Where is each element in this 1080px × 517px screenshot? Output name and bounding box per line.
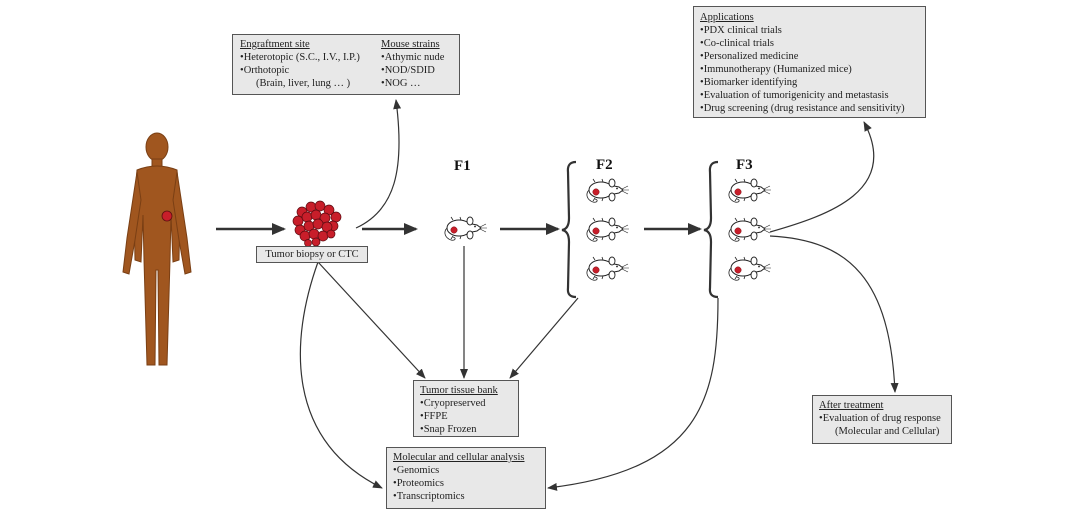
- applications-list: PDX clinical trials Co-clinical trials P…: [700, 24, 919, 115]
- arrow-f2-to-bank: [509, 297, 579, 379]
- mouse-strains-list: Athymic nude NOD/SDID NOG …: [381, 51, 445, 90]
- tissue-bank-box: Tumor tissue bank Cryopreserved FFPE Sna…: [413, 380, 519, 437]
- engraftment-site-header: Engraftment site: [240, 39, 310, 50]
- after-treatment-list: Evaluation of drug response (Molecular a…: [819, 412, 945, 438]
- list-item: Cryopreserved: [420, 397, 512, 410]
- list-item: Athymic nude: [381, 51, 445, 64]
- after-treatment-box: After treatment Evaluation of drug respo…: [812, 395, 952, 444]
- list-item: FFPE: [420, 410, 512, 423]
- mouse-icon-f3-2: [728, 217, 772, 242]
- list-item: Biomarker identifying: [700, 76, 919, 89]
- molecular-analysis-header: Molecular and cellular analysis: [393, 452, 525, 463]
- molecular-analysis-list: Genomics Proteomics Transcriptomics: [393, 464, 539, 503]
- f1-label: F1: [454, 158, 471, 174]
- mouse-icon-f1: [444, 216, 488, 241]
- list-item: Transcriptomics: [393, 490, 539, 503]
- applications-header: Applications: [700, 12, 754, 23]
- list-item: Evaluation of tumorigenicity and metasta…: [700, 89, 919, 102]
- tissue-bank-header: Tumor tissue bank: [420, 385, 498, 396]
- f3-label: F3: [736, 157, 753, 173]
- human-silhouette: [122, 132, 192, 366]
- mouse-icon-f2-3: [586, 256, 630, 281]
- tumor-cells-icon: [292, 200, 342, 247]
- arrow-f3-to-molecular: [547, 297, 719, 491]
- mouse-strains-header: Mouse strains: [381, 39, 440, 50]
- list-item: Immunotherapy (Humanized mice): [700, 63, 919, 76]
- list-item: Orthotopic: [240, 64, 360, 77]
- list-item: PDX clinical trials: [700, 24, 919, 37]
- after-treatment-header: After treatment: [819, 400, 884, 411]
- list-item: Evaluation of drug response: [819, 412, 945, 425]
- list-item: Proteomics: [393, 477, 539, 490]
- arrow-to-applications: [769, 121, 875, 233]
- list-item: Snap Frozen: [420, 423, 512, 436]
- molecular-analysis-box: Molecular and cellular analysis Genomics…: [386, 447, 546, 509]
- tissue-bank-list: Cryopreserved FFPE Snap Frozen: [420, 397, 512, 436]
- engraftment-site-list: Heterotopic (S.C., I.V., I.P.) Orthotopi…: [240, 51, 360, 90]
- f2-brace: [561, 160, 577, 299]
- list-item: NOG …: [381, 77, 444, 90]
- mouse-icon-f3-1: [728, 178, 772, 203]
- tumor-biopsy-label: Tumor biopsy or CTC: [256, 246, 368, 263]
- mouse-strains-column: Mouse strains Athymic nude NOD/SDID NOG …: [381, 38, 444, 90]
- list-item: Drug screening (drug resistance and sens…: [700, 102, 919, 115]
- list-item: Co-clinical trials: [700, 37, 919, 50]
- list-item: (Brain, liver, lung … ): [256, 78, 351, 89]
- mouse-icon-f2-1: [586, 178, 630, 203]
- list-item: (Molecular and Cellular): [835, 426, 940, 437]
- engraftment-box: Engraftment site Heterotopic (S.C., I.V.…: [232, 34, 460, 95]
- f3-brace: [703, 160, 719, 299]
- f2-label: F2: [596, 157, 613, 173]
- list-item: Heterotopic (S.C., I.V., I.P.): [240, 51, 360, 64]
- arrow-tumor-to-bank: [317, 261, 426, 379]
- list-item: NOD/SDID: [381, 64, 444, 77]
- mouse-icon-f3-3: [728, 256, 772, 281]
- tumor-site-icon: [161, 210, 173, 222]
- arrow-tumor-to-molecular: [299, 261, 383, 489]
- list-item: Personalized medicine: [700, 50, 919, 63]
- arrow-to-after-treatment: [769, 235, 899, 393]
- engraftment-site-column: Engraftment site Heterotopic (S.C., I.V.…: [240, 38, 360, 90]
- arrow-to-engraftment: [355, 99, 402, 229]
- mouse-icon-f2-2: [586, 217, 630, 242]
- applications-box: Applications PDX clinical trials Co-clin…: [693, 6, 926, 118]
- list-item: Genomics: [393, 464, 539, 477]
